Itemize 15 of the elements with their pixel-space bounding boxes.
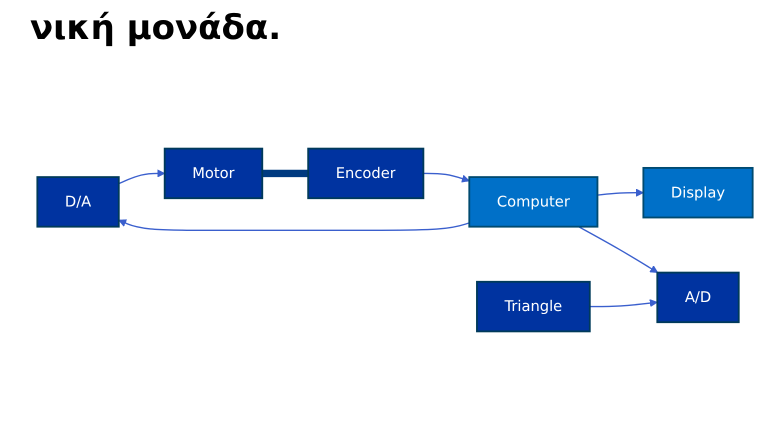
node-box: D/A [36, 176, 120, 228]
node-box: Encoder [307, 148, 424, 200]
connector [262, 170, 308, 178]
arrow [118, 219, 470, 232]
node-box: Display [642, 166, 754, 218]
node-box: A/D [656, 272, 740, 324]
node-box: Motor [164, 148, 264, 200]
node-box: Computer [468, 176, 598, 228]
title: νική μονάδα. [30, 8, 282, 48]
arrow [590, 299, 658, 308]
arrow [118, 169, 166, 184]
arrow [578, 226, 658, 273]
arrow [597, 188, 644, 197]
node-box: Triangle [476, 280, 591, 332]
arrow [423, 172, 470, 182]
